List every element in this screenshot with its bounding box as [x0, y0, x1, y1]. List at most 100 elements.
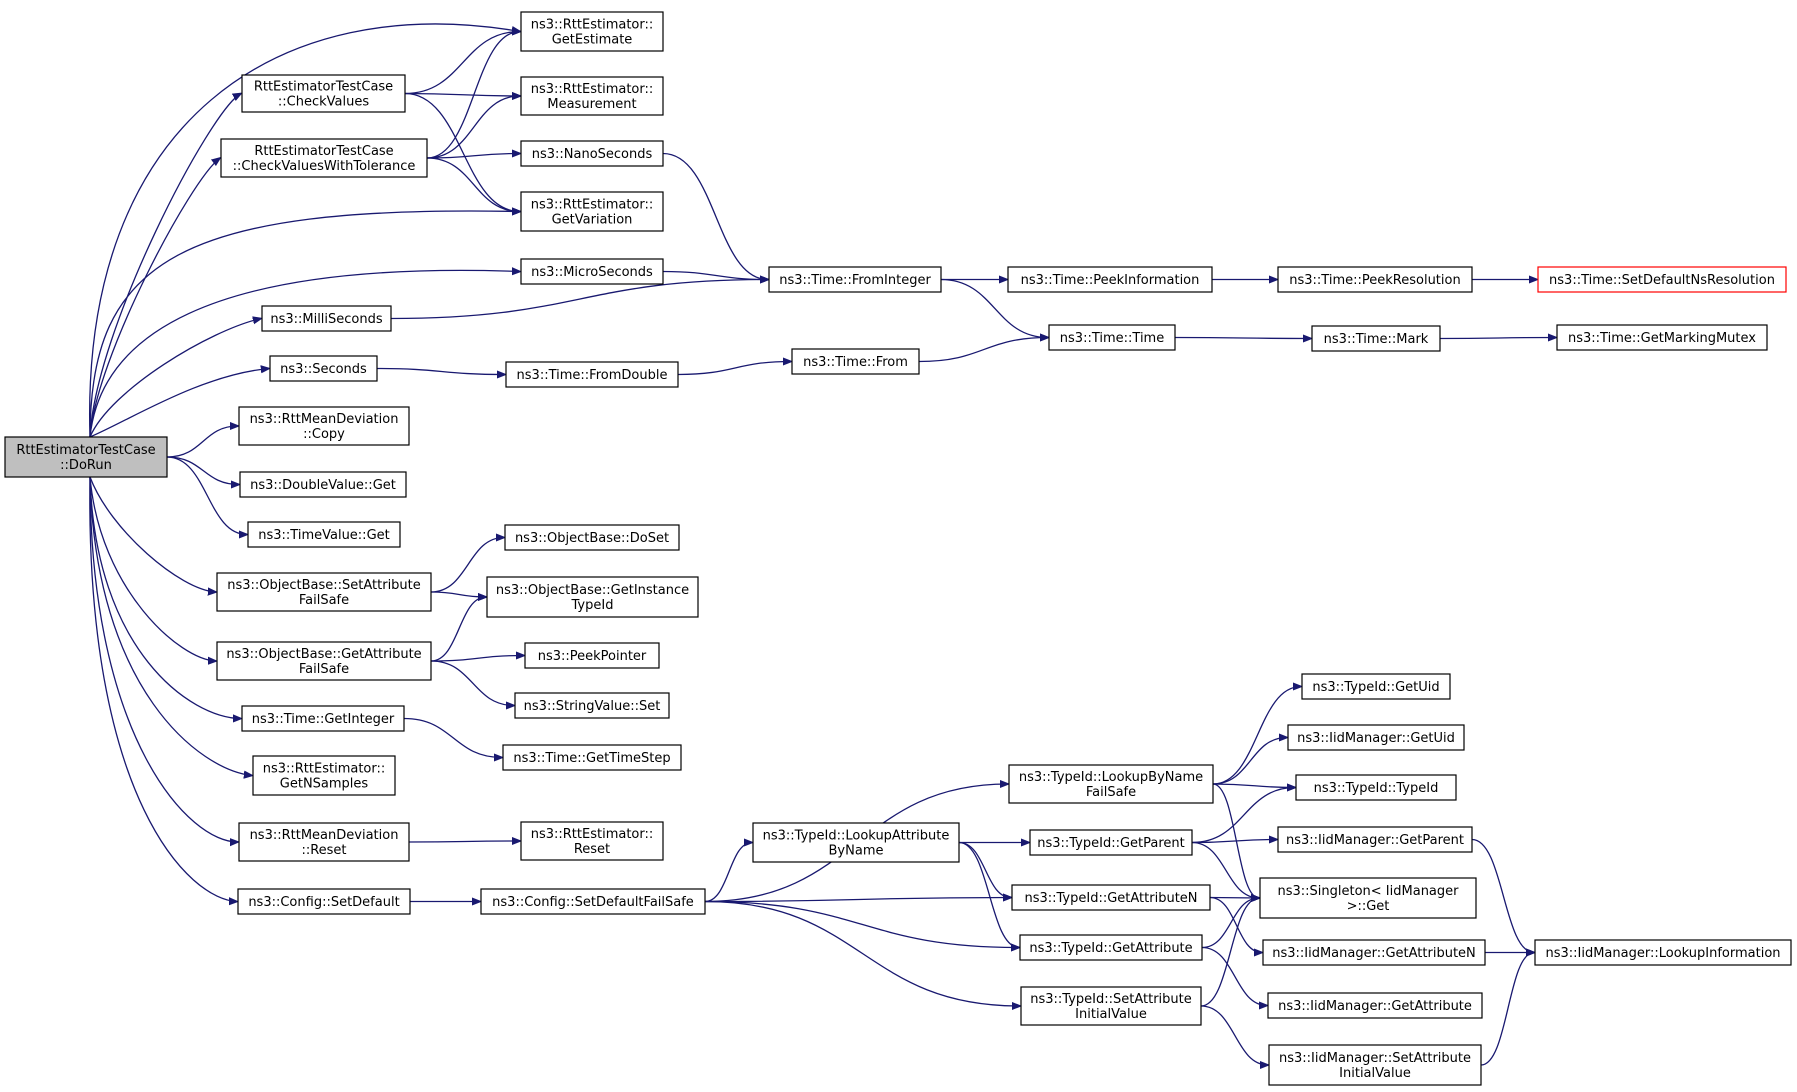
node-label: ns3::IidManager::SetAttribute	[1279, 1051, 1471, 1066]
node-box	[238, 406, 410, 446]
node-iid-setattrinit[interactable]: ns3::IidManager::SetAttributeInitialValu…	[1268, 1044, 1482, 1086]
node-time-peekres[interactable]: ns3::Time::PeekResolution	[1277, 266, 1473, 293]
node-iid-getattrn[interactable]: ns3::IidManager::GetAttributeN	[1262, 939, 1486, 966]
node-re-measurement[interactable]: ns3::RttEstimator::Measurement	[520, 76, 664, 116]
edge-root-to-tv_get	[166, 456, 247, 535]
node-cfg-setdefault[interactable]: ns3::Config::SetDefault	[237, 888, 411, 915]
edge-root-to-cfg_setdefault	[89, 476, 237, 902]
edge-checkvaluestol-to-re_measurement	[426, 96, 520, 159]
node-cfg-setdefaultfailsafe[interactable]: ns3::Config::SetDefaultFailSafe	[480, 888, 706, 915]
node-re-reset[interactable]: ns3::RttEstimator::Reset	[520, 821, 664, 861]
edge-tid_getattrn-to-singleton_get	[1209, 898, 1259, 899]
edge-root-to-dv_get	[166, 456, 239, 485]
node-tid-getattrn[interactable]: ns3::TypeId::GetAttributeN	[1011, 884, 1211, 911]
node-box	[520, 76, 664, 116]
call-edges	[89, 23, 1556, 1065]
node-label: ns3::ObjectBase::DoSet	[515, 531, 669, 546]
node-box	[241, 74, 406, 113]
node-label: ns3::Config::SetDefault	[248, 895, 399, 910]
node-label: GetEstimate	[552, 33, 633, 48]
edge-checkvalues-to-re_getestimate	[404, 32, 520, 95]
node-tid-typeid[interactable]: ns3::TypeId::TypeId	[1295, 774, 1457, 801]
node-box	[520, 140, 664, 167]
node-dv-get[interactable]: ns3::DoubleValue::Get	[239, 471, 407, 498]
node-label: ns3::MicroSeconds	[531, 265, 653, 280]
node-nanos[interactable]: ns3::NanoSeconds	[520, 140, 664, 167]
edge-millis-to-time_frominteger	[390, 280, 768, 320]
node-time-from[interactable]: ns3::Time::From	[791, 348, 920, 375]
node-box	[252, 755, 396, 796]
node-checkvalues[interactable]: RttEstimatorTestCase::CheckValues	[241, 74, 406, 113]
node-box	[504, 524, 680, 551]
node-iid-getparent[interactable]: ns3::IidManager::GetParent	[1277, 826, 1473, 853]
node-time-time[interactable]: ns3::Time::Time	[1048, 324, 1176, 351]
node-tv-get[interactable]: ns3::TimeValue::Get	[247, 521, 401, 548]
node-re-getestimate[interactable]: ns3::RttEstimator::GetEstimate	[520, 11, 664, 52]
node-label: RttEstimatorTestCase	[254, 80, 393, 95]
node-label: ns3::TypeId::GetUid	[1312, 680, 1439, 695]
node-label: ns3::Time::GetTimeStep	[513, 751, 670, 766]
edge-root-to-checkvaluestol	[89, 158, 220, 438]
node-box	[1556, 324, 1768, 351]
node-tid-getuid[interactable]: ns3::TypeId::GetUid	[1301, 673, 1451, 700]
edge-tid_getattr-to-iid_getattr	[1201, 946, 1267, 1006]
node-iid-lookupinfo[interactable]: ns3::IidManager::LookupInformation	[1534, 939, 1792, 966]
node-time-frominteger[interactable]: ns3::Time::FromInteger	[768, 266, 942, 293]
edge-time_frominteger-to-time_time	[940, 278, 1048, 338]
node-label: ns3::RttEstimator::	[531, 827, 654, 842]
node-box	[486, 576, 699, 618]
node-box	[220, 138, 428, 178]
node-ob-doset[interactable]: ns3::ObjectBase::DoSet	[504, 524, 680, 551]
node-root[interactable]: RttEstimatorTestCase::DoRun	[4, 436, 168, 478]
node-label: ns3::Seconds	[280, 362, 367, 377]
node-box	[1262, 939, 1486, 966]
node-sv-set[interactable]: ns3::StringValue::Set	[514, 692, 670, 719]
node-box	[480, 888, 706, 915]
node-label: FailSafe	[1086, 785, 1136, 800]
node-millis[interactable]: ns3::MilliSeconds	[261, 305, 392, 332]
node-time-fromdouble[interactable]: ns3::Time::FromDouble	[505, 361, 679, 388]
edge-cfg_setdefaultfailsafe-to-tid_lookupattr	[704, 843, 752, 903]
node-box	[1268, 1044, 1482, 1086]
node-tid-getattr[interactable]: ns3::TypeId::GetAttribute	[1019, 934, 1203, 961]
edge-iid_getparent-to-iid_lookupinfo	[1471, 838, 1534, 953]
node-box	[520, 191, 664, 232]
node-label: ns3::TypeId::GetParent	[1037, 836, 1185, 851]
node-rmd-copy[interactable]: ns3::RttMeanDeviation::Copy	[238, 406, 410, 446]
node-label: ns3::IidManager::LookupInformation	[1545, 946, 1780, 961]
node-singleton-get[interactable]: ns3::Singleton< IidManager>::Get	[1259, 877, 1477, 919]
node-time-mark[interactable]: ns3::Time::Mark	[1311, 325, 1441, 352]
node-rmd-reset[interactable]: ns3::RttMeanDeviation::Reset	[238, 822, 410, 862]
node-time-setdefaultnsres[interactable]: ns3::Time::SetDefaultNsResolution	[1537, 266, 1787, 293]
edge-root-to-re_getestimate	[89, 23, 520, 438]
node-checkvaluestol[interactable]: RttEstimatorTestCase::CheckValuesWithTol…	[220, 138, 428, 178]
node-tid-getparent[interactable]: ns3::TypeId::GetParent	[1029, 829, 1193, 856]
node-peekpointer[interactable]: ns3::PeekPointer	[524, 642, 660, 669]
edge-root-to-rmd_reset	[89, 476, 238, 842]
node-iid-getattr[interactable]: ns3::IidManager::GetAttribute	[1267, 992, 1483, 1019]
node-box	[4, 436, 168, 478]
node-label: ns3::TypeId::GetAttributeN	[1024, 891, 1197, 906]
node-label: ns3::RttMeanDeviation	[250, 412, 399, 427]
node-iid-getuid[interactable]: ns3::IidManager::GetUid	[1287, 724, 1465, 751]
node-label: ns3::Time::Mark	[1324, 332, 1429, 347]
node-re-getvariation[interactable]: ns3::RttEstimator::GetVariation	[520, 191, 664, 232]
node-seconds[interactable]: ns3::Seconds	[269, 355, 378, 382]
node-re-getnsamples[interactable]: ns3::RttEstimator::GetNSamples	[252, 755, 396, 796]
node-micros[interactable]: ns3::MicroSeconds	[520, 258, 664, 285]
node-label: ::Copy	[303, 427, 345, 442]
node-label: ns3::TypeId::GetAttribute	[1029, 941, 1192, 956]
node-box	[1301, 673, 1451, 700]
node-box	[520, 821, 664, 861]
node-label: ns3::Time::Time	[1060, 331, 1164, 346]
node-time-gettimestep[interactable]: ns3::Time::GetTimeStep	[502, 744, 682, 771]
node-time-getinteger[interactable]: ns3::Time::GetInteger	[241, 705, 405, 732]
node-time-peekinfo[interactable]: ns3::Time::PeekInformation	[1007, 266, 1213, 293]
node-time-getmarkingmutex[interactable]: ns3::Time::GetMarkingMutex	[1556, 324, 1768, 351]
